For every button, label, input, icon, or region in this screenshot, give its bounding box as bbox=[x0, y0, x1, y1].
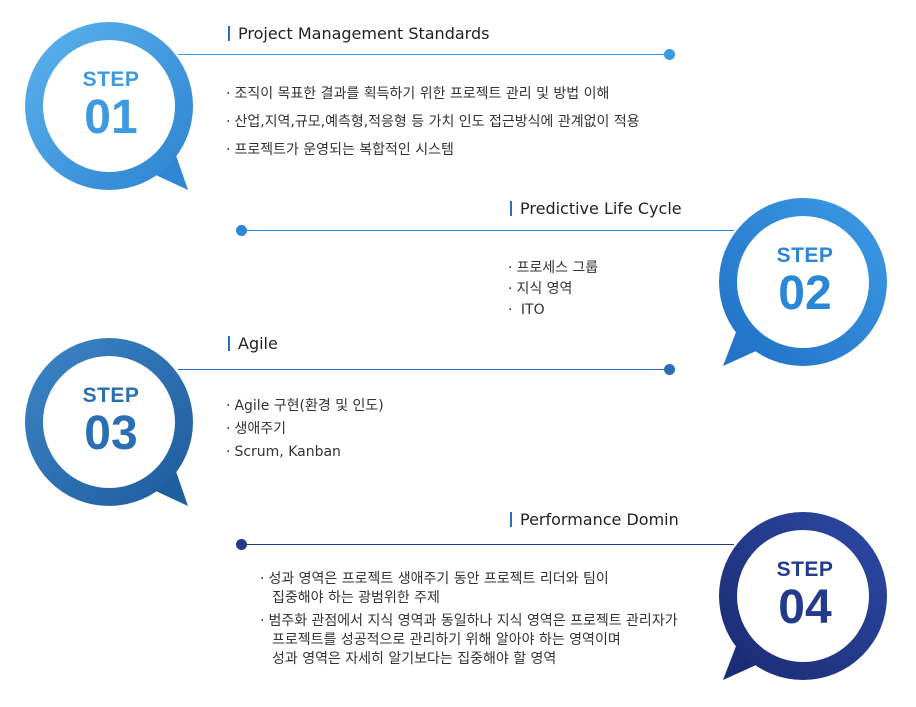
step-01-title: Project Management Standards bbox=[228, 24, 489, 43]
step-number: 02 bbox=[778, 267, 832, 320]
step-03-badge: STEP 03 bbox=[25, 336, 197, 508]
list-item: 프로젝트를 성공적으로 관리하기 위해 알아야 하는 영역이며 bbox=[272, 632, 621, 648]
step-03-list: ·Agile 구현(환경 및 인도) ·생애주기 ·Scrum, Kanban bbox=[226, 395, 384, 464]
step-04-title: Performance Domin bbox=[510, 510, 679, 529]
step-04-divider bbox=[242, 544, 734, 545]
step-02-list: ·프로세스 그룹 ·지식 영역 · ITO bbox=[508, 258, 598, 321]
step-01-dot bbox=[664, 49, 675, 60]
step-01-divider bbox=[178, 54, 668, 55]
step-label: STEP bbox=[82, 68, 140, 91]
step-02-title: Predictive Life Cycle bbox=[510, 199, 682, 218]
list-item: 집중해야 하는 광범위한 주제 bbox=[272, 590, 440, 606]
list-item: ·프로젝트가 운영되는 복합적인 시스템 bbox=[226, 142, 454, 158]
list-item: ·조직이 목표한 결과를 획득하기 위한 프로젝트 관리 및 방법 이해 bbox=[226, 86, 610, 102]
step-03-dot bbox=[664, 364, 675, 375]
list-item: ·성과 영역은 프로젝트 생애주기 동안 프로젝트 리더와 팀이 bbox=[260, 571, 609, 587]
speech-bubble-icon bbox=[25, 22, 193, 190]
list-item: · ITO bbox=[508, 302, 545, 318]
list-item: ·범주화 관점에서 지식 영역과 동일하나 지식 영역은 프로젝트 관리자가 bbox=[260, 613, 678, 629]
step-01-badge: STEP 01 bbox=[25, 20, 197, 192]
list-item: ·지식 영역 bbox=[508, 281, 573, 297]
step-label: STEP bbox=[776, 244, 834, 267]
speech-bubble-icon bbox=[719, 512, 887, 680]
step-02-badge: STEP 02 bbox=[715, 196, 887, 368]
list-item: ·생애주기 bbox=[226, 421, 286, 437]
step-04-badge: STEP 04 bbox=[715, 510, 887, 682]
step-label: STEP bbox=[82, 384, 140, 407]
step-number: 04 bbox=[778, 581, 832, 634]
list-item: ·Scrum, Kanban bbox=[226, 444, 341, 460]
step-04-dot bbox=[236, 539, 247, 550]
list-item: ·프로세스 그룹 bbox=[508, 260, 599, 276]
list-item: ·Agile 구현(환경 및 인도) bbox=[226, 398, 384, 414]
step-number: 01 bbox=[84, 91, 138, 144]
step-label: STEP bbox=[776, 558, 834, 581]
step-04-list: ·성과 영역은 프로젝트 생애주기 동안 프로젝트 리더와 팀이 집중해야 하는… bbox=[260, 570, 678, 669]
list-item: ·산업,지역,규모,예측형,적응형 등 가치 인도 접근방식에 관계없이 적용 bbox=[226, 114, 640, 130]
speech-bubble-icon bbox=[25, 338, 193, 506]
step-02-dot bbox=[236, 225, 247, 236]
list-item: 성과 영역은 자세히 알기보다는 집중해야 할 영역 bbox=[272, 651, 557, 667]
step-number: 03 bbox=[84, 407, 138, 460]
step-01-list: ·조직이 목표한 결과를 획득하기 위한 프로젝트 관리 및 방법 이해 ·산업… bbox=[226, 80, 640, 164]
speech-bubble-icon bbox=[719, 198, 887, 366]
step-03-divider bbox=[178, 369, 668, 370]
step-02-divider bbox=[242, 230, 734, 231]
step-03-title: Agile bbox=[228, 334, 278, 353]
